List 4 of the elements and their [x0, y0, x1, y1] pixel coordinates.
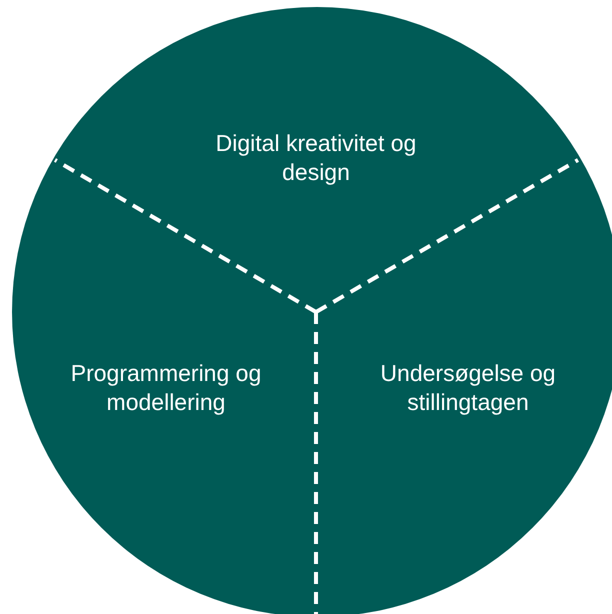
- sector-label: Programmering og modellering: [46, 353, 286, 423]
- sector-label: Digital kreativitet og design: [196, 123, 436, 193]
- sector-label: Undersøgelse og stillingtagen: [348, 353, 588, 423]
- circle-diagram: [12, 7, 612, 614]
